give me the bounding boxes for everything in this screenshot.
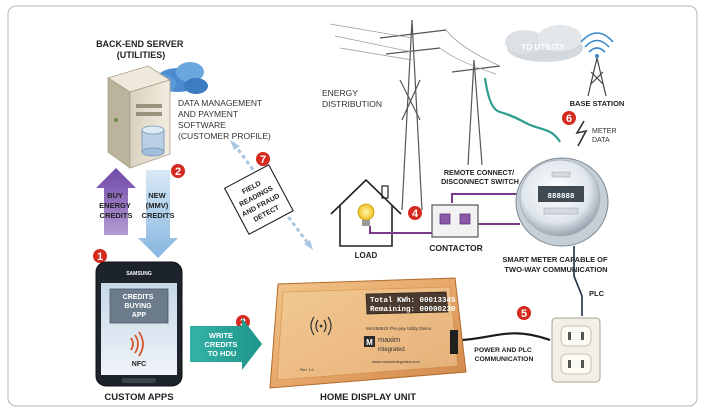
svg-text:7: 7 xyxy=(260,154,266,166)
database-icon xyxy=(141,125,165,157)
custom-apps-caption: CUSTOM APPS xyxy=(104,392,173,403)
utility-cloud-icon xyxy=(505,25,583,62)
plc-label: PLC xyxy=(589,289,605,298)
to-utility-label: TO UTILITY xyxy=(521,43,565,52)
svg-text:integrated: integrated xyxy=(378,347,405,353)
step-badge-6: 6 xyxy=(562,111,576,125)
plc-wire xyxy=(573,246,583,316)
svg-text:888888: 888888 xyxy=(547,193,575,201)
svg-text:BUY ENERGY CREDITS: BUY ENERGY CREDITS xyxy=(99,191,133,220)
power-outlet-icon xyxy=(551,317,601,383)
hdu-model-label: MAX5862X Pre-pay Utility Demo xyxy=(366,326,432,331)
power-plc-label: POWER AND PLC COMMUNICATION xyxy=(474,347,533,363)
write-credits-arrow: WRITE CREDITS TO HDU xyxy=(190,318,262,370)
hdu-lcd-display: Total KWh: 00013345 Remaining: 00000230 xyxy=(365,291,456,315)
cell-tower-icon xyxy=(580,32,614,97)
step-badge-1: 1 xyxy=(93,249,107,263)
field-readings-box: FIELD READINGS AND FRAUD DETECT xyxy=(223,164,294,235)
remote-switch-label: REMOTE CONNECT/ DISCONNECT SWITCH xyxy=(441,168,519,186)
meter-data-bolt-icon xyxy=(575,120,588,147)
server-description: DATA MANAGEMENT AND PAYMENT SOFTWARE (CU… xyxy=(178,98,271,141)
base-station-label: BASE STATION xyxy=(570,99,625,108)
energy-distribution-label: ENERGY DISTRIBUTION xyxy=(322,88,382,109)
house-icon xyxy=(330,178,402,247)
contactor-label: CONTACTOR xyxy=(429,243,483,253)
svg-text:CREDITS BUYING APP: CREDITS BUYING APP xyxy=(123,294,156,319)
smart-meter-caption: SMART METER CAPABLE OF TWO-WAY COMMUNICA… xyxy=(502,255,609,274)
light-bulb-icon xyxy=(357,203,375,226)
home-display-unit-caption: HOME DISPLAY UNIT xyxy=(320,392,416,403)
step-badge-5: 5 xyxy=(517,306,531,320)
svg-text:Remaining: 00000230: Remaining: 00000230 xyxy=(370,306,456,314)
hdu-port xyxy=(450,330,458,354)
power-poles-icon xyxy=(329,19,501,211)
svg-text:5: 5 xyxy=(521,308,527,320)
load-label: LOAD xyxy=(355,251,378,260)
svg-text:Total KWh: 00013345: Total KWh: 00013345 xyxy=(370,297,456,305)
svg-text:M: M xyxy=(366,338,373,347)
hdu-url: www.maximintegrated.com xyxy=(372,359,420,364)
distribution-line xyxy=(483,77,561,143)
svg-text:WRITE CREDITS TO H: WRITE CREDITS TO HDU xyxy=(204,331,239,358)
credits-buying-app-tile[interactable]: CREDITS BUYING APP xyxy=(109,288,169,324)
nfc-label: NFC xyxy=(132,361,146,368)
svg-text:2: 2 xyxy=(175,166,181,178)
new-credits-arrow: NEW (MMV) CREDITS xyxy=(138,170,178,258)
meter-data-label: METER DATA xyxy=(592,128,618,144)
svg-text:4: 4 xyxy=(412,208,419,220)
hdu-power-cable xyxy=(461,332,551,342)
svg-text:6: 6 xyxy=(566,113,572,125)
load-wire xyxy=(369,226,440,234)
maxim-logo: M maxim integrated xyxy=(364,335,405,353)
server-title: BACK-END SERVER (UTILITIES) xyxy=(96,39,186,60)
svg-text:SAMSUNG: SAMSUNG xyxy=(126,271,152,277)
buy-credits-arrow: BUY ENERGY CREDITS xyxy=(96,168,136,235)
step-badge-7: 7 xyxy=(256,152,270,166)
svg-text:maxim: maxim xyxy=(378,335,400,344)
step-badge-4: 4 xyxy=(408,206,422,220)
hdu-nfc-icon xyxy=(310,316,332,336)
nfc-icon xyxy=(130,331,144,357)
hdu-revision: Rev 1.0 xyxy=(300,367,315,372)
smart-meter-icon: 888888 xyxy=(515,157,609,247)
svg-text:1: 1 xyxy=(97,251,103,263)
svg-text:NEW (MMV) CREDITS: NEW (MMV) CREDITS xyxy=(142,191,175,220)
step-badge-2: 2 xyxy=(171,164,185,178)
remote-switch-wire xyxy=(451,193,524,203)
contactor-icon xyxy=(431,204,479,238)
